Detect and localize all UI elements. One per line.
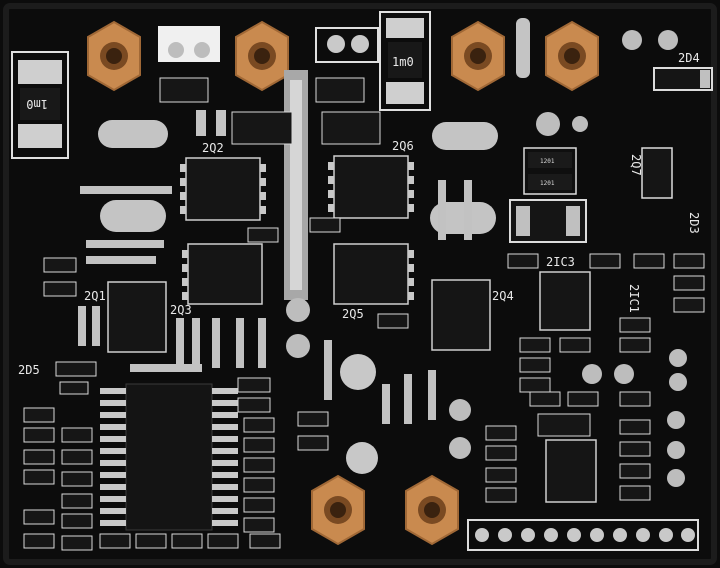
ic-soic-large — [100, 383, 238, 531]
resistor-pair-top-right — [523, 147, 577, 195]
label-2q7: 2Q7 — [629, 154, 643, 176]
horizontal-pads — [80, 186, 202, 372]
diode-2d4 — [653, 67, 713, 91]
standoff-top-2 — [235, 20, 289, 92]
solder-bridge-central — [284, 70, 308, 300]
smd-components — [23, 77, 705, 551]
label-r-t1: 1201 — [540, 158, 555, 165]
label-2q2: 2Q2 — [202, 141, 224, 155]
shunt-resistor-top — [379, 11, 431, 111]
ic-2ic3 — [539, 271, 591, 331]
ic-soic-small-right — [545, 439, 597, 503]
long-pad — [516, 18, 530, 78]
label-r-left: 1m0 — [26, 97, 48, 111]
solder-blob — [340, 354, 378, 474]
pin-header-bottom — [467, 519, 699, 551]
board-edge — [3, 3, 717, 565]
pin-header-top-mid — [315, 27, 379, 63]
shunt-resistor-left — [11, 51, 69, 159]
vertical-pads — [78, 180, 472, 424]
label-2d4: 2D4 — [678, 51, 700, 65]
mosfet-2q1 — [107, 281, 167, 353]
standoff-top-3 — [451, 20, 505, 92]
label-2q4: 2Q4 — [492, 289, 514, 303]
long-pad — [196, 110, 206, 136]
label-2q6: 2Q6 — [392, 139, 414, 153]
label-2d3: 2D3 — [687, 212, 701, 234]
label-2ic1: 2IC1 — [627, 284, 641, 313]
label-2d5: 2D5 — [18, 363, 40, 377]
diode-2d3 — [509, 199, 587, 243]
standoff-top-4 — [545, 20, 599, 92]
pin-header-top-left — [158, 26, 220, 62]
label-2q1: 2Q1 — [84, 289, 106, 303]
mosfet-2q4 — [431, 279, 491, 351]
transistor-2q7 — [641, 147, 673, 199]
label-2ic3: 2IC3 — [546, 255, 575, 269]
mosfet-2q6 — [328, 155, 414, 219]
label-r-t2: 1201 — [540, 180, 555, 187]
standoff-bottom-1 — [311, 474, 365, 546]
mosfet-2q3 — [182, 243, 263, 305]
standoff-top-1 — [87, 20, 141, 92]
long-pad — [216, 110, 226, 136]
mosfet-2q5 — [333, 243, 414, 305]
label-2q5: 2Q5 — [342, 307, 364, 321]
mosfet-2q2 — [180, 157, 266, 221]
label-2q3: 2Q3 — [170, 303, 192, 317]
vias — [286, 30, 687, 487]
standoff-bottom-2 — [405, 474, 459, 546]
label-r-top: 1m0 — [392, 55, 414, 69]
oval-pads — [98, 120, 498, 234]
